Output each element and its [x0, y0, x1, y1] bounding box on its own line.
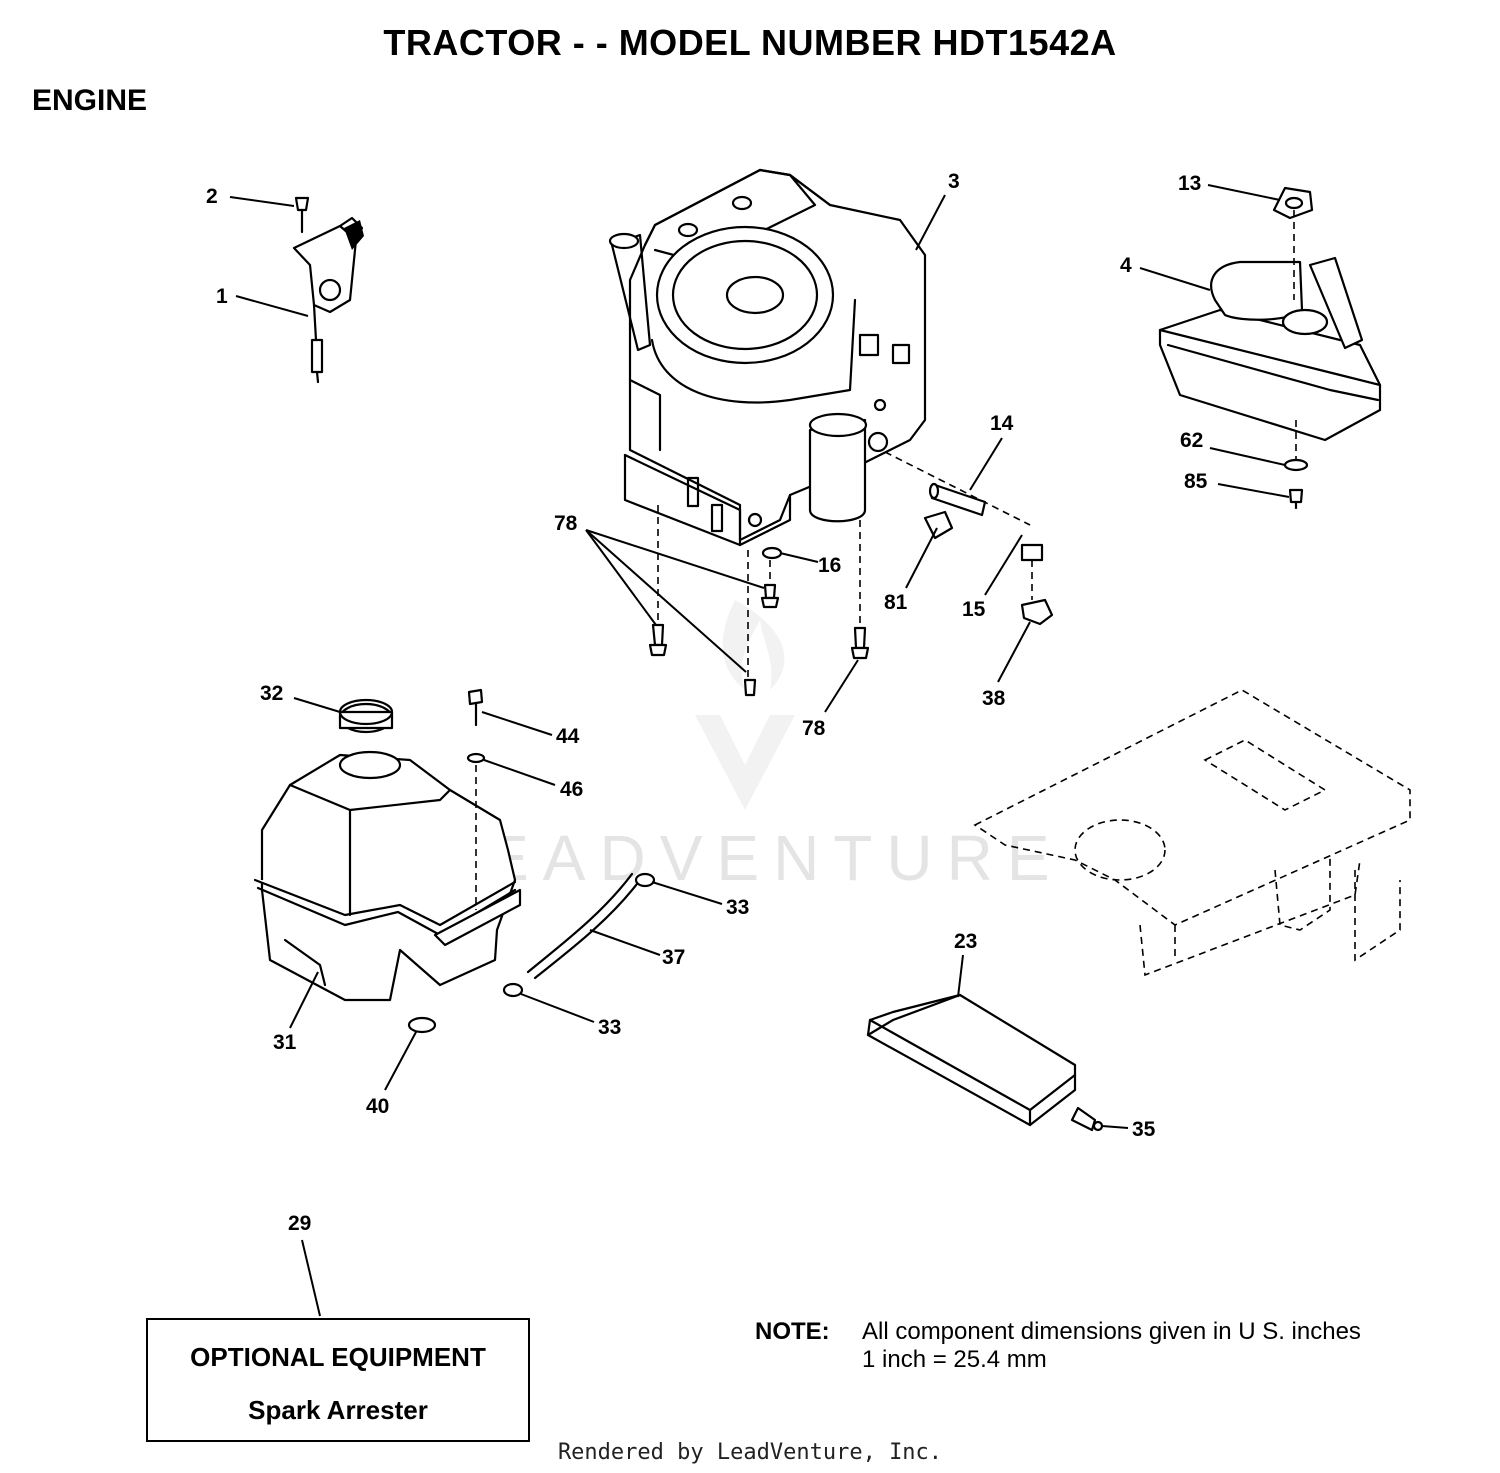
callout-31: 31	[273, 1031, 297, 1054]
callout-3: 3	[948, 170, 960, 193]
engine-part	[608, 168, 927, 547]
callout-16: 16	[818, 554, 841, 577]
callout-33-lower: 33	[598, 1016, 621, 1039]
page-title: TRACTOR - - MODEL NUMBER HDT1542A	[383, 22, 1117, 63]
callout-23: 23	[954, 930, 977, 953]
note-line-2: 1 inch = 25.4 mm	[862, 1346, 1047, 1373]
callout-62: 62	[1180, 429, 1203, 452]
callout-1: 1	[216, 285, 228, 308]
optional-equipment-heading: OPTIONAL EQUIPMENT	[190, 1342, 486, 1372]
callout-33-upper: 33	[726, 896, 749, 919]
callout-2: 2	[206, 185, 218, 208]
heat-shield-part	[866, 993, 1104, 1132]
engine-hardware	[648, 451, 1054, 697]
callout-85: 85	[1184, 470, 1208, 493]
callout-29: 29	[288, 1212, 311, 1235]
callout-40: 40	[366, 1095, 389, 1118]
callout-labels: 1 2 3 4 13 14 15 16 23 29 31 32 33 33 35…	[206, 170, 1208, 1235]
callout-78-lower: 78	[802, 717, 826, 740]
watermark-logo	[695, 600, 795, 810]
callout-78-upper: 78	[554, 512, 578, 535]
callout-4: 4	[1120, 254, 1132, 277]
callout-leader-lines	[229, 184, 1290, 1317]
callout-81: 81	[884, 591, 908, 614]
callout-44: 44	[556, 725, 580, 748]
callout-46: 46	[560, 778, 583, 801]
callout-13: 13	[1178, 172, 1201, 195]
note-label: NOTE:	[755, 1318, 830, 1345]
optional-equipment-item: Spark Arrester	[248, 1395, 428, 1425]
callout-35: 35	[1132, 1118, 1156, 1141]
callout-14: 14	[990, 412, 1014, 435]
optional-equipment-box: OPTIONAL EQUIPMENT Spark Arrester	[146, 1318, 530, 1442]
muffler-part	[1158, 186, 1382, 510]
section-subtitle: ENGINE	[32, 84, 148, 117]
callout-38: 38	[982, 687, 1006, 710]
fuel-tank-part	[253, 688, 656, 1034]
footer-credit: Rendered by LeadVenture, Inc.	[557, 1440, 943, 1465]
callout-32: 32	[260, 682, 283, 705]
tractor-frame-reference	[973, 689, 1411, 977]
watermark-text: LEADVENTURE	[437, 822, 1064, 894]
note-line-1: All component dimensions given in U S. i…	[862, 1318, 1361, 1345]
throttle-control-part	[292, 196, 364, 384]
callout-37: 37	[662, 946, 685, 969]
callout-15: 15	[962, 598, 986, 621]
